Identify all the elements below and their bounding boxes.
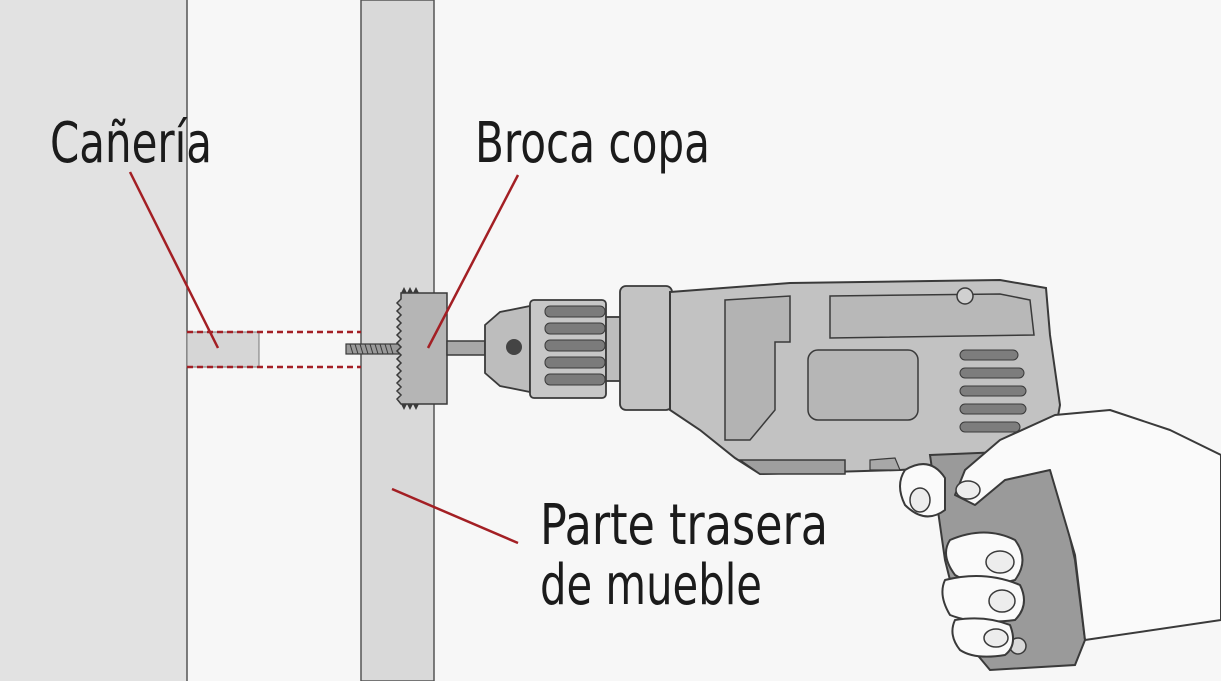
label-pipe: Cañería bbox=[50, 111, 212, 176]
hole-saw bbox=[395, 287, 448, 410]
arbor-shaft bbox=[446, 340, 486, 356]
wall-left bbox=[0, 0, 187, 681]
label-back-panel-line1: Parte trasera bbox=[540, 493, 828, 558]
drill-chuck bbox=[484, 299, 623, 399]
leader-line-hole-saw bbox=[426, 174, 520, 349]
leader-lines bbox=[128, 171, 520, 545]
label-back-panel-line2: de mueble bbox=[540, 553, 762, 618]
drill-body bbox=[619, 278, 1062, 476]
hand bbox=[899, 409, 1221, 658]
pilot-bit bbox=[345, 343, 402, 355]
label-hole-saw: Broca copa bbox=[475, 111, 710, 176]
leader-line-pipe bbox=[128, 171, 220, 349]
pipe bbox=[186, 331, 260, 368]
leader-line-back-panel bbox=[391, 487, 519, 545]
hole-projection-lines bbox=[187, 330, 361, 369]
